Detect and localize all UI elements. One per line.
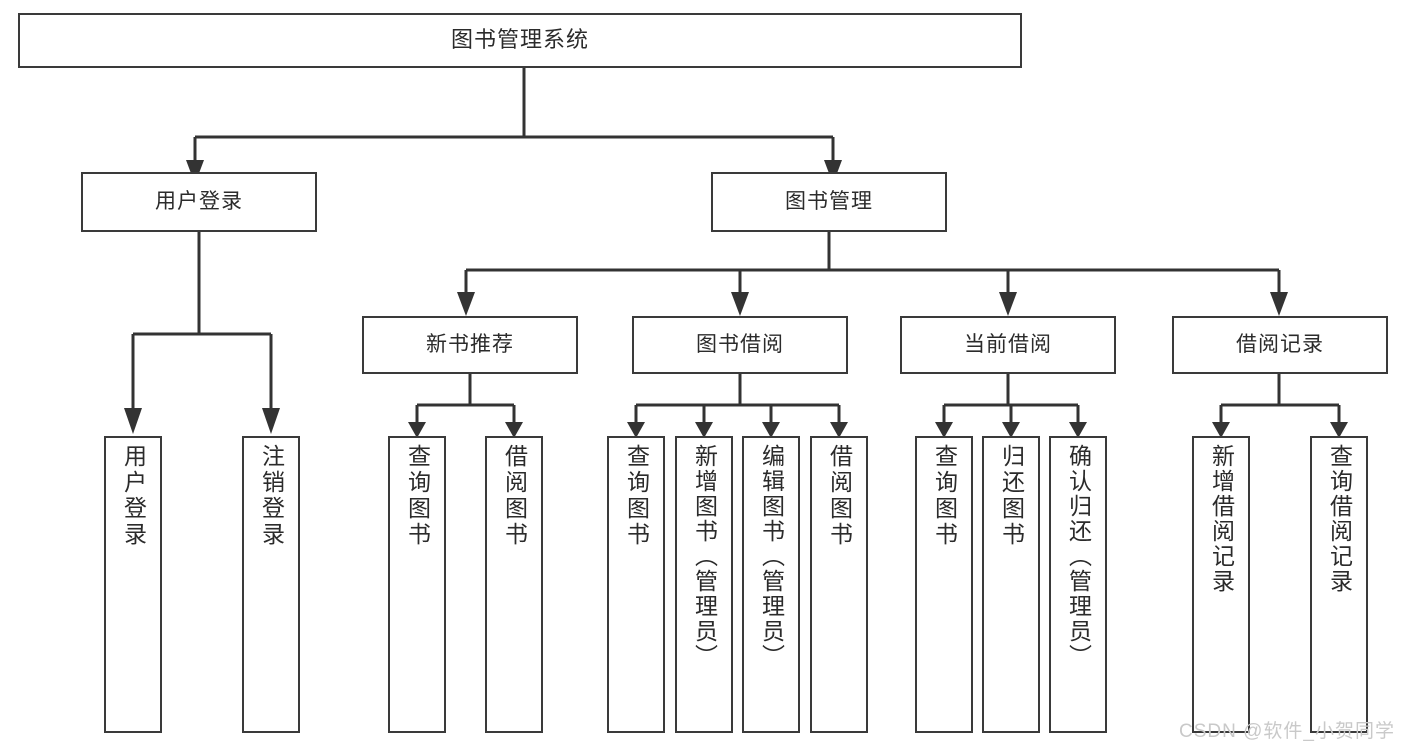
node-label: 查询借阅记录 [1326,444,1353,594]
node-label: 图书管理 [785,190,873,214]
node-label: 查询图书 [931,444,958,548]
node-label: 归还图书 [998,444,1025,548]
node-label: 当前借阅 [964,333,1052,357]
leaf-user-login-logout[interactable]: 注销登录 [242,436,300,733]
node-book-borrow[interactable]: 图书借阅 [632,316,848,374]
leaf-records-add-record[interactable]: 新增借阅记录 [1192,436,1250,733]
node-book-management[interactable]: 图书管理 [711,172,947,232]
leaf-borrow-edit-book-admin[interactable]: 编辑图书（管理员） [742,436,800,733]
node-current-borrow[interactable]: 当前借阅 [900,316,1116,374]
node-label: 借阅图书 [501,444,528,548]
node-label: 查询图书 [404,444,431,548]
node-label: 确认归还（管理员） [1065,444,1092,669]
leaf-borrow-borrow-book[interactable]: 借阅图书 [810,436,868,733]
node-label: 新书推荐 [426,333,514,357]
node-label: 借阅记录 [1236,333,1324,357]
node-label: 编辑图书（管理员） [758,444,785,669]
leaf-current-query-book[interactable]: 查询图书 [915,436,973,733]
node-label: 注销登录 [258,444,285,548]
leaf-borrow-query-book[interactable]: 查询图书 [607,436,665,733]
leaf-current-confirm-return-admin[interactable]: 确认归还（管理员） [1049,436,1107,733]
node-label: 新增借阅记录 [1208,444,1235,594]
node-label: 图书借阅 [696,333,784,357]
node-label: 用户登录 [120,444,147,548]
node-label: 查询图书 [623,444,650,548]
leaf-user-login-login[interactable]: 用户登录 [104,436,162,733]
node-label: 用户登录 [155,190,243,214]
node-label: 图书管理系统 [450,27,589,53]
node-new-book-recommend[interactable]: 新书推荐 [362,316,578,374]
node-label: 借阅图书 [826,444,853,548]
leaf-new-book-query[interactable]: 查询图书 [388,436,446,733]
leaf-borrow-add-book-admin[interactable]: 新增图书（管理员） [675,436,733,733]
node-user-login[interactable]: 用户登录 [81,172,317,232]
leaf-current-return-book[interactable]: 归还图书 [982,436,1040,733]
node-label: 新增图书（管理员） [691,444,718,669]
leaf-new-book-borrow[interactable]: 借阅图书 [485,436,543,733]
leaf-records-query-record[interactable]: 查询借阅记录 [1310,436,1368,733]
node-root-system[interactable]: 图书管理系统 [18,13,1022,68]
node-borrow-records[interactable]: 借阅记录 [1172,316,1388,374]
